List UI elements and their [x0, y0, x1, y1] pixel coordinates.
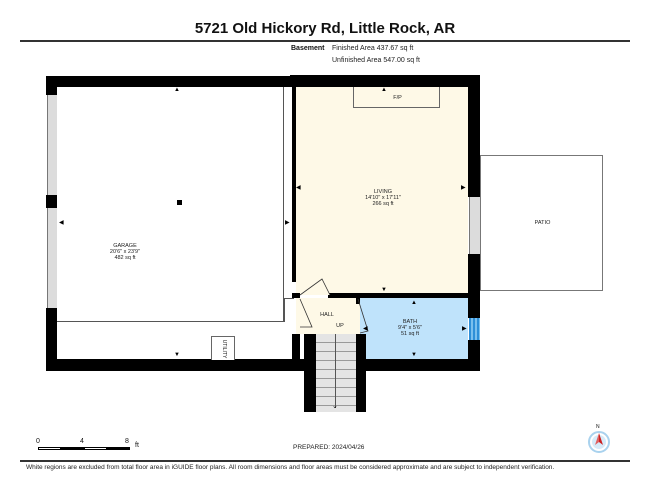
garage-area: 482 sq ft: [114, 255, 136, 261]
garage-label: GARAGE 20'6" x 23'9" 482 sq ft: [90, 243, 160, 261]
wall: [46, 359, 306, 371]
footer-divider: [20, 460, 630, 462]
wall: [46, 308, 57, 371]
fireplace: F/P: [353, 86, 440, 108]
stairs-up-label: UP: [336, 323, 344, 329]
dimension-arrow-icon: ◀: [59, 220, 64, 226]
door-swing-icon: [299, 278, 369, 334]
garage-slab-notch-v: [284, 298, 285, 322]
scale-segment: [84, 447, 107, 450]
utility-closet: UTILITY: [211, 336, 235, 360]
wall: [356, 359, 480, 371]
wall: [292, 293, 300, 298]
prepared-date: PREPARED: 2024/04/26: [293, 444, 365, 451]
bath-name: BATH: [402, 319, 418, 325]
living-area: 266 sq ft: [372, 201, 394, 207]
patio: PATIO: [480, 155, 603, 291]
compass-north-label: N: [596, 424, 600, 430]
utility-label: UTILITY: [221, 339, 227, 359]
garage-slab-outline: [57, 86, 284, 322]
living-dims: 14'10" x 17'11": [365, 195, 401, 201]
garage-slab-notch: [284, 298, 294, 299]
stairs-direction-line: [335, 334, 336, 408]
garage-dims: 20'6" x 23'9": [109, 249, 141, 255]
compass: N: [587, 424, 613, 454]
living-label: LIVING 14'10" x 17'11" 266 sq ft: [345, 189, 421, 207]
garage-name: GARAGE: [113, 243, 137, 249]
bath-room: [360, 298, 468, 359]
compass-icon: [588, 431, 610, 453]
stairs[interactable]: [316, 334, 356, 412]
dimension-arrow-icon: ▼: [381, 287, 387, 293]
garage-room: [57, 86, 293, 360]
scale-segment: [38, 447, 61, 450]
finished-area: Finished Area 437.67 sq ft: [332, 45, 414, 52]
scale-segment: [107, 447, 130, 450]
page-title: 5721 Old Hickory Rd, Little Rock, AR: [194, 20, 456, 37]
wall: [356, 298, 360, 304]
wall: [292, 334, 300, 371]
level-name: Basement: [291, 45, 325, 52]
garage-window: [47, 208, 57, 308]
wall: [46, 76, 296, 87]
bath-window: [469, 318, 480, 340]
wall: [292, 86, 296, 282]
unfinished-area: Unfinished Area 547.00 sq ft: [332, 57, 420, 64]
wall: [356, 334, 366, 412]
scale-tick-0: 0: [36, 438, 40, 445]
dimension-arrow-icon: ▶: [462, 326, 467, 332]
living-room: [296, 86, 468, 294]
living-window: [469, 197, 480, 254]
wall: [353, 75, 440, 87]
garage-column: [177, 200, 182, 205]
bath-label: BATH 9'4" x 5'6" 51 sq ft: [380, 319, 440, 337]
dimension-arrow-icon: ◀: [296, 185, 301, 191]
scale-tick-4: 4: [80, 438, 84, 445]
hall-room: [296, 298, 360, 334]
dimension-arrow-icon: ▼: [174, 352, 180, 358]
wall: [304, 334, 316, 412]
header-divider: [20, 40, 630, 42]
dimension-arrow-icon: ▶: [285, 220, 290, 226]
scale-tick-8: 8: [125, 438, 129, 445]
dimension-arrow-icon: ▲: [411, 300, 417, 306]
wall: [328, 293, 480, 298]
dimension-arrow-icon: ▲: [381, 87, 387, 93]
dimension-arrow-icon: ▼: [411, 352, 417, 358]
dimension-arrow-icon: ▶: [461, 185, 466, 191]
living-name: LIVING: [373, 189, 393, 195]
bath-area: 51 sq ft: [400, 331, 420, 337]
dimension-arrow-icon: ▲: [174, 87, 180, 93]
wall: [468, 75, 480, 197]
scale-unit: ft: [135, 442, 139, 449]
footer-disclaimer: White regions are excluded from total fl…: [26, 464, 555, 471]
stairs-arrow-icon: ⌄: [332, 403, 338, 410]
bath-dims: 9'4" x 5'6": [397, 325, 423, 331]
wall: [46, 76, 57, 95]
dimension-arrow-icon: ◀: [363, 326, 368, 332]
wall: [46, 195, 57, 208]
fireplace-label: F/P: [393, 95, 402, 101]
hall-name: HALL: [320, 312, 334, 318]
garage-window: [47, 95, 57, 195]
scale-bar: 0 4 8 ft: [36, 438, 146, 454]
scale-segment: [61, 447, 84, 450]
patio-label: PATIO: [534, 220, 551, 226]
wall: [468, 254, 480, 318]
